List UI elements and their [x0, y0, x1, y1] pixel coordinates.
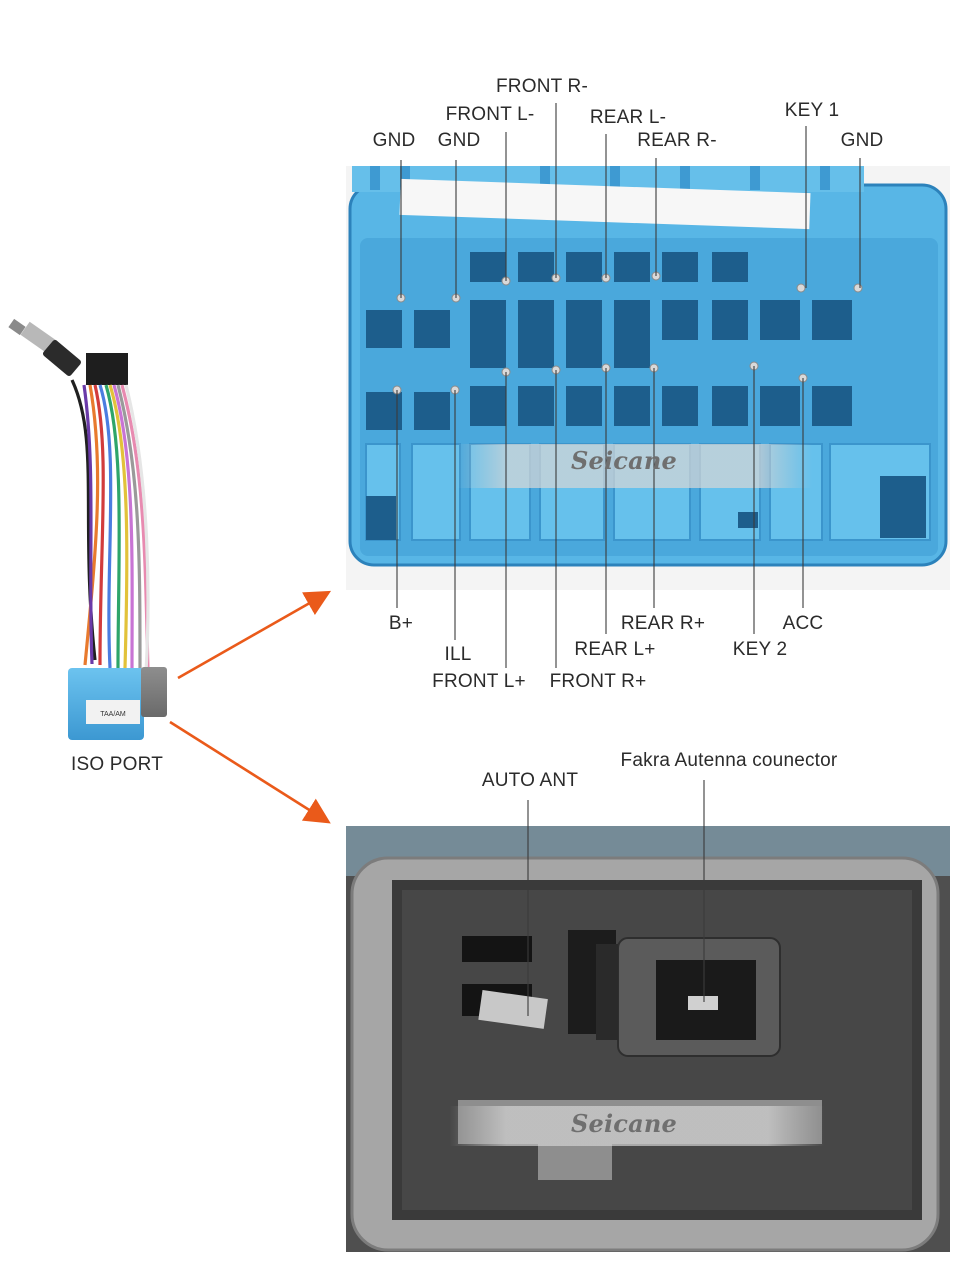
- iso-port-plug-icon: TAA/AM: [68, 668, 144, 740]
- label-rear-r-plus: REAR R+: [620, 613, 706, 634]
- label-key-1: KEY 1: [784, 100, 840, 121]
- iso-port-caption: ISO PORT: [70, 754, 164, 775]
- label-front-l-plus: FRONT L+: [432, 671, 526, 692]
- fakra-plug-icon: [141, 667, 167, 717]
- arrow-to-main-connector: [177, 590, 332, 680]
- antenna-leader-lines: [527, 780, 705, 1016]
- wire-bundle-icon: [70, 379, 150, 673]
- main-connector-leader-lines: [396, 103, 861, 668]
- label-gnd-2: GND: [437, 130, 481, 151]
- label-front-l-minus: FRONT L-: [445, 104, 535, 125]
- antenna-connector-photo: [346, 826, 950, 1252]
- label-front-r-minus: FRONT R-: [495, 76, 589, 97]
- label-key-2: KEY 2: [732, 639, 788, 660]
- black-connector-icon: [86, 353, 128, 385]
- antenna-connector-watermark: Seicane: [570, 1109, 678, 1138]
- label-rear-l-minus: REAR L-: [589, 107, 667, 128]
- main-connector-photo: [346, 166, 950, 590]
- label-front-r-plus: FRONT R+: [549, 671, 647, 692]
- antenna-plug-icon: [8, 318, 81, 377]
- iso-harness: TAA/AM: [8, 318, 167, 740]
- label-gnd-3: GND: [840, 130, 884, 151]
- label-rear-l-plus: REAR L+: [574, 639, 656, 660]
- label-acc: ACC: [782, 613, 824, 634]
- label-auto-ant: AUTO ANT: [481, 770, 579, 791]
- label-ill: ILL: [444, 644, 472, 665]
- label-rear-r-minus: REAR R-: [637, 130, 717, 151]
- label-fakra-connector: Fakra Autenna counector: [620, 750, 838, 771]
- arrow-to-antenna-connector: [169, 720, 331, 824]
- iso-sticker-text: TAA/AM: [100, 711, 126, 718]
- label-b-plus: B+: [388, 613, 414, 634]
- label-gnd-1: GND: [372, 130, 416, 151]
- main-connector-watermark: Seicane: [570, 446, 678, 475]
